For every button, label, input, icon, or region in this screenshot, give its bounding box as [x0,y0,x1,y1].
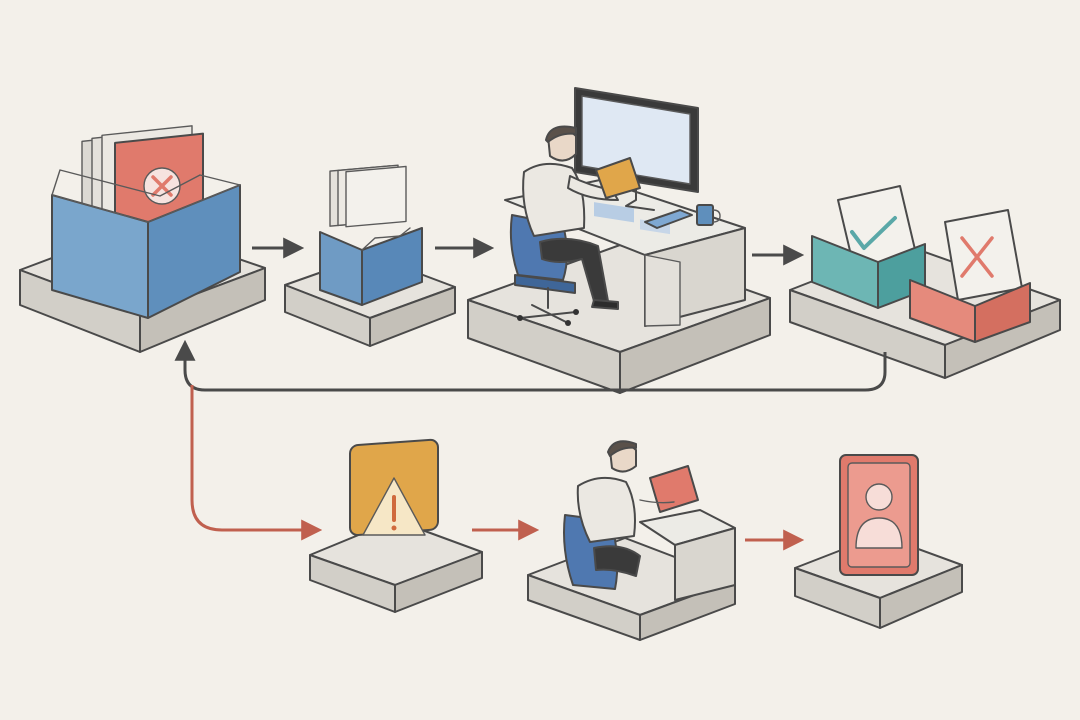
keyboard [644,209,693,229]
person-with-tablet-icon [576,440,699,577]
checkmark-icon [850,216,897,250]
arrow-trays-return-to-bin [174,339,887,392]
coffee-mug-icon [696,204,721,226]
rejected-tray [909,279,1031,343]
escalation-reviewer-node [527,440,736,641]
edges [174,237,887,551]
user-profile-icon [855,483,903,549]
warning-platform [309,519,483,613]
warning-flag-node [309,438,483,613]
profile-card [839,454,919,576]
user-profile-node [794,454,963,629]
rejected-cards [81,125,204,229]
decision-trays-node [789,185,1061,379]
rejected-card-small [944,209,1023,301]
escalation-desk [639,509,736,601]
rejected-bin-node [19,125,266,353]
folder-cards [329,164,407,228]
arrow-bin-to-warning [190,385,323,541]
reviewer-workstation-node [467,87,771,394]
tablet-icon [649,465,699,513]
tablet-icon [595,157,641,199]
approved-tray [811,235,926,309]
warning-tile [349,438,439,536]
person-at-computer-icon [522,125,641,310]
sorted-folder-node [284,164,456,347]
x-mark-icon [960,236,994,278]
computer-monitor-icon [574,87,699,235]
folder-icon [319,227,423,306]
rejected-bin-box [51,169,241,319]
